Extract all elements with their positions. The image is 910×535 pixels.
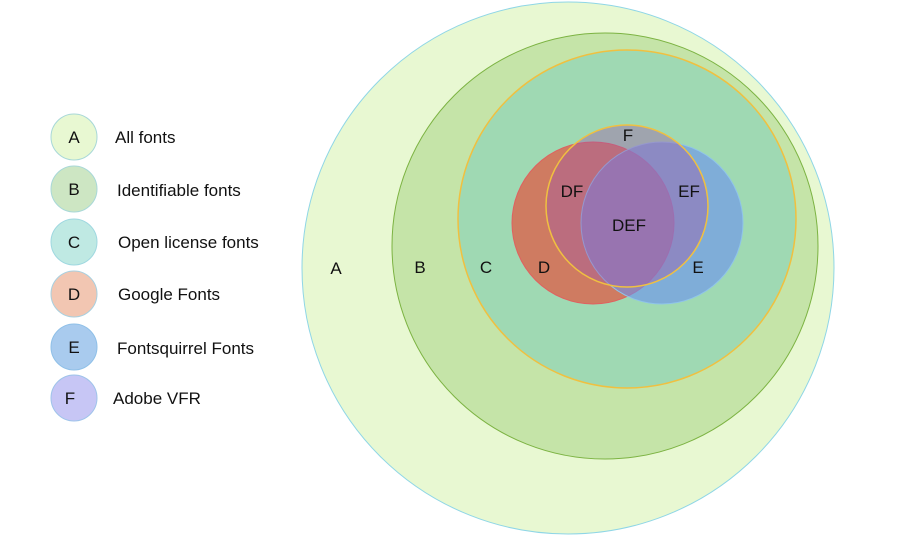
legend-swatch-f [50,374,98,422]
region-label-a: A [330,259,342,278]
region-label-df: DF [561,182,584,201]
region-label-e: E [692,258,703,277]
set-e-circle [580,141,744,305]
region-label-def: DEF [612,216,646,235]
legend: A All fonts B Identifiable fonts C Open … [50,113,259,422]
region-labels: A B C D E F DF EF DEF [330,126,703,278]
region-label-f: F [623,126,633,145]
legend-label-b: Identifiable fonts [117,181,241,200]
legend-key-b: B [68,180,79,199]
region-label-b: B [414,258,425,277]
legend-swatch-c [50,218,98,266]
venn-sets [301,1,835,535]
set-f-circle [545,124,709,288]
legend-item-d: D Google Fonts [50,270,220,318]
legend-swatch-e [50,323,98,371]
legend-swatch-b [50,165,98,213]
legend-label-d: Google Fonts [118,285,220,304]
legend-label-f: Adobe VFR [113,389,201,408]
legend-item-c: C Open license fonts [50,218,259,266]
legend-swatch-d [50,270,98,318]
legend-swatch-a [50,113,98,161]
legend-key-a: A [68,128,80,147]
region-label-ef: EF [678,182,700,201]
legend-key-f: F [65,389,75,408]
legend-item-b: B Identifiable fonts [50,165,241,213]
region-label-c: C [480,258,492,277]
legend-key-d: D [68,285,80,304]
legend-label-a: All fonts [115,128,175,147]
legend-key-c: C [68,233,80,252]
region-label-d: D [538,258,550,277]
legend-item-a: A All fonts [50,113,175,161]
legend-label-c: Open license fonts [118,233,259,252]
legend-item-f: F Adobe VFR [50,374,201,422]
legend-key-e: E [68,338,79,357]
legend-item-e: E Fontsquirrel Fonts [50,323,254,371]
legend-label-e: Fontsquirrel Fonts [117,339,254,358]
